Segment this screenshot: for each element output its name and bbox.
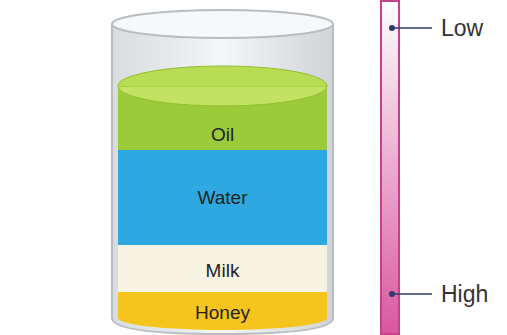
liquid-layer: Honey <box>118 292 327 330</box>
beaker-wall <box>112 24 333 334</box>
liquid-layer: Milk <box>118 245 327 292</box>
oil-surface <box>118 66 327 106</box>
density-scale <box>381 1 399 334</box>
layer-label: Oil <box>211 124 234 146</box>
beaker-rim <box>112 10 333 38</box>
oil-surface <box>118 86 327 106</box>
leader-line <box>392 27 432 29</box>
layer-label: Water <box>198 187 248 209</box>
liquid-layer: Oil <box>118 86 327 150</box>
layer-label: Honey <box>195 302 250 324</box>
scale-label: High <box>441 281 488 308</box>
scale-label: Low <box>441 15 483 42</box>
liquid-layer: Water <box>118 150 327 245</box>
leader-line <box>392 293 432 295</box>
oil-surface-front <box>118 86 327 108</box>
layer-label: Milk <box>206 260 240 282</box>
